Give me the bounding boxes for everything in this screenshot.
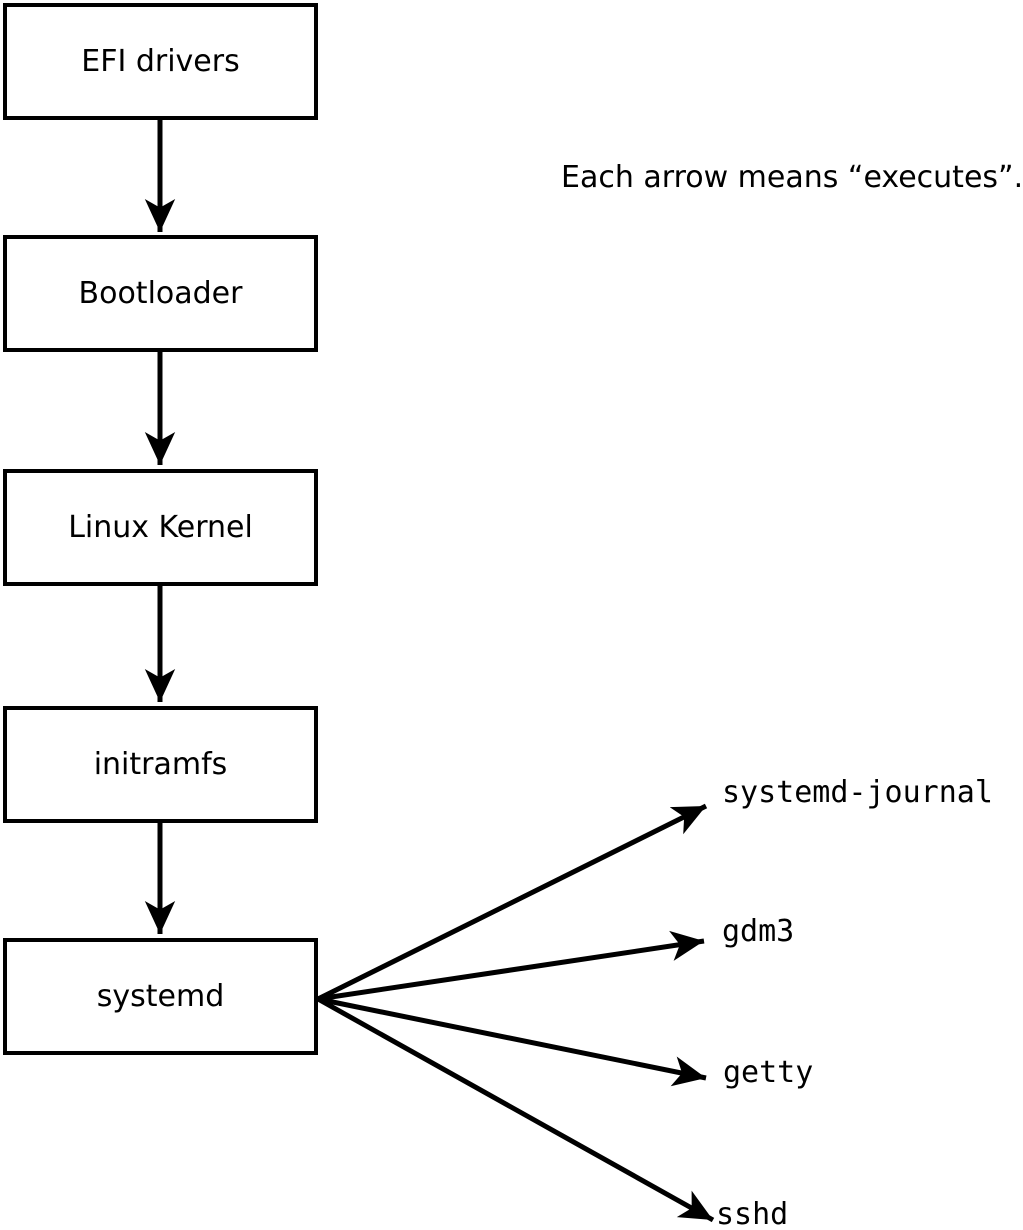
node-efi-drivers-label: EFI drivers (81, 43, 240, 79)
arrow-systemd-to-gdm3 (317, 930, 705, 1002)
label-systemd-journal: systemd-journal (722, 775, 993, 810)
label-gdm3: gdm3 (722, 914, 795, 949)
arrow-systemd-to-getty (317, 996, 707, 1087)
node-initramfs: initramfs (3, 706, 318, 823)
node-initramfs-label: initramfs (93, 746, 228, 782)
label-getty: getty (723, 1055, 814, 1090)
arrow-systemd-to-sshd (316, 996, 715, 1223)
annotation-executes: Each arrow means “executes”. (561, 160, 1023, 195)
node-systemd: systemd (3, 938, 318, 1055)
arrow-systemd-to-journal (316, 803, 708, 1002)
node-systemd-label: systemd (96, 978, 225, 1014)
node-efi-drivers: EFI drivers (3, 3, 318, 120)
node-linux-kernel: Linux Kernel (3, 469, 318, 586)
node-linux-kernel-label: Linux Kernel (68, 509, 253, 545)
node-bootloader: Bootloader (3, 235, 318, 352)
label-sshd: sshd (716, 1197, 789, 1230)
node-bootloader-label: Bootloader (78, 275, 243, 311)
